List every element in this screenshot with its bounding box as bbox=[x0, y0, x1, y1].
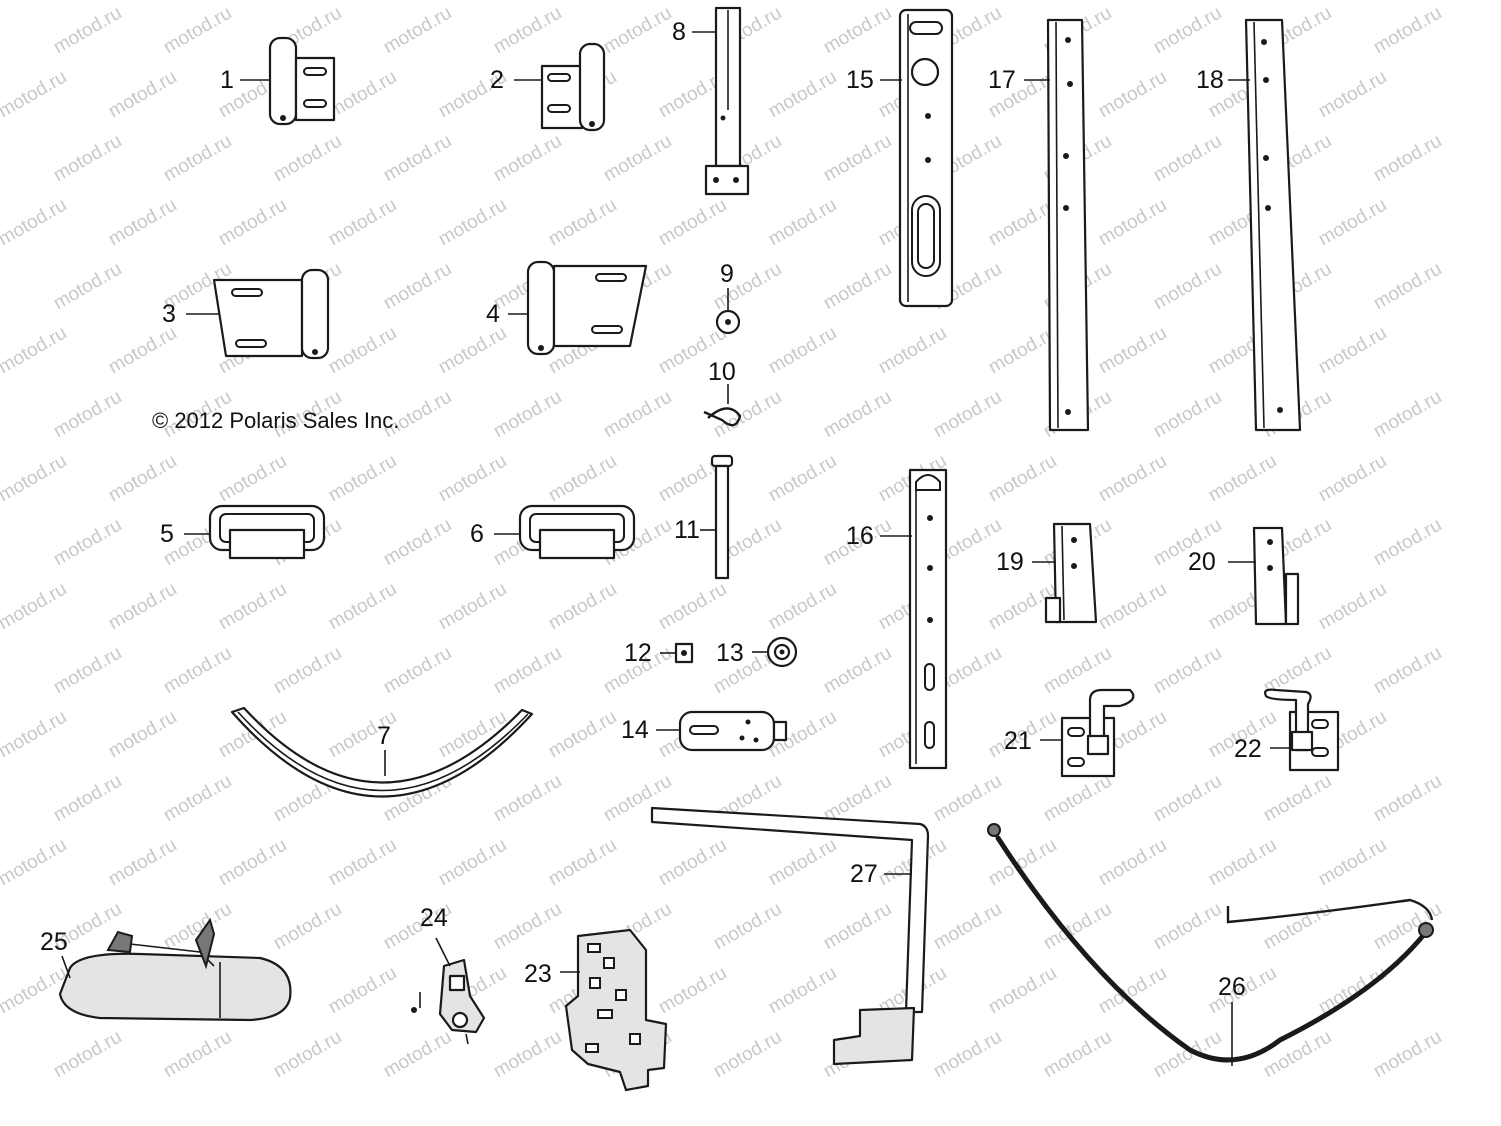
part-25-door-handle bbox=[58, 917, 292, 1022]
callout-3: 3 bbox=[162, 300, 176, 328]
callout-13: 13 bbox=[716, 639, 744, 667]
callout-16: 16 bbox=[846, 522, 874, 550]
part-17-rail bbox=[1024, 18, 1090, 432]
callout-14: 14 bbox=[621, 716, 649, 744]
part-23-mounting-plate bbox=[560, 928, 668, 1092]
part-19-bracket bbox=[1032, 522, 1098, 624]
part-1-hinge bbox=[240, 36, 336, 126]
callout-23: 23 bbox=[524, 960, 552, 988]
callout-4: 4 bbox=[486, 300, 500, 328]
callout-9: 9 bbox=[720, 260, 734, 288]
part-22-latch bbox=[1264, 688, 1340, 772]
part-2-hinge bbox=[514, 42, 606, 132]
callout-22: 22 bbox=[1234, 735, 1262, 763]
callout-17: 17 bbox=[988, 66, 1016, 94]
part-13-grommet bbox=[752, 636, 798, 668]
callout-15: 15 bbox=[846, 66, 874, 94]
part-9-washer bbox=[715, 288, 741, 335]
part-8-bracket bbox=[692, 6, 750, 196]
callout-19: 19 bbox=[996, 548, 1024, 576]
copyright-notice: © 2012 Polaris Sales Inc. bbox=[152, 408, 400, 433]
callout-21: 21 bbox=[1004, 727, 1032, 755]
part-24-latch-mechanism bbox=[411, 937, 486, 1045]
callout-25: 25 bbox=[40, 928, 68, 956]
part-20-bracket bbox=[1228, 526, 1300, 626]
callout-27: 27 bbox=[850, 860, 878, 888]
part-26-cable bbox=[987, 823, 1434, 1066]
callout-10: 10 bbox=[708, 358, 736, 386]
part-15-bracket bbox=[880, 8, 954, 308]
part-16-bracket bbox=[880, 468, 948, 770]
callout-8: 8 bbox=[672, 18, 686, 46]
callout-7: 7 bbox=[377, 722, 391, 750]
part-7-curved-seal bbox=[230, 706, 534, 798]
part-14-plate bbox=[656, 710, 788, 752]
part-12-nut bbox=[660, 642, 694, 664]
part-11-pin bbox=[700, 454, 734, 580]
part-6-handle bbox=[494, 504, 636, 560]
callout-12: 12 bbox=[624, 639, 652, 667]
part-5-handle bbox=[184, 504, 326, 560]
part-18-rail bbox=[1228, 18, 1302, 432]
callout-24: 24 bbox=[420, 904, 448, 932]
part-10-clip bbox=[703, 384, 742, 427]
callout-20: 20 bbox=[1188, 548, 1216, 576]
callout-1: 1 bbox=[220, 66, 234, 94]
callout-6: 6 bbox=[470, 520, 484, 548]
part-21-latch bbox=[1040, 688, 1135, 778]
callout-2: 2 bbox=[490, 66, 504, 94]
part-4-hinge-plate bbox=[508, 260, 648, 356]
callout-5: 5 bbox=[160, 520, 174, 548]
part-3-hinge-plate bbox=[186, 268, 330, 360]
callout-18: 18 bbox=[1196, 66, 1224, 94]
part-27-bent-rod bbox=[650, 806, 930, 1066]
callout-11: 11 bbox=[674, 516, 700, 544]
callout-26: 26 bbox=[1218, 973, 1246, 1001]
